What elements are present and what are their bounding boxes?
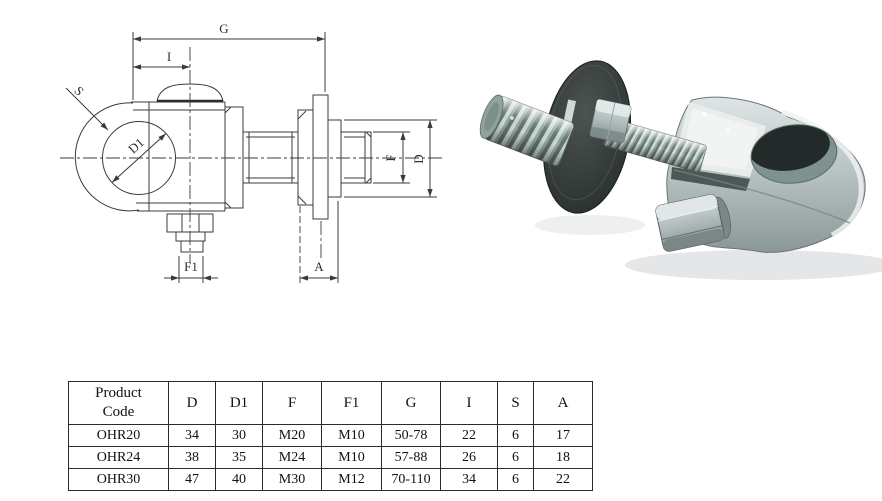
table-row: OHR20 34 30 M20 M10 50-78 22 6 17: [68, 424, 593, 447]
dimension-A: A: [299, 201, 339, 283]
dim-label-F1: F1: [184, 259, 198, 274]
dimension-F1: F1: [164, 256, 218, 283]
cell: 35: [215, 446, 263, 469]
cell: M10: [321, 424, 382, 447]
cell: 34: [168, 424, 216, 447]
col-header-G: G: [381, 381, 441, 425]
spec-table: Product Code D D1 F F1 G I S A OHR20 34 …: [68, 381, 593, 491]
cell: 57-88: [381, 446, 441, 469]
dimension-F: F: [373, 131, 410, 184]
cell: 70-110: [381, 468, 441, 491]
cell: 47: [168, 468, 216, 491]
col-header-product-code: Product Code: [68, 381, 169, 425]
cell: 6: [497, 446, 534, 469]
table-row: OHR30 47 40 M30 M12 70-110 34 6 22: [68, 468, 593, 491]
cell: M10: [321, 446, 382, 469]
cell: 18: [533, 446, 593, 469]
col-header-F1: F1: [321, 381, 382, 425]
col-header-D1: D1: [215, 381, 263, 425]
hex-nut-side: [297, 109, 314, 206]
threaded-stub-photo: [479, 94, 574, 167]
cell: 22: [533, 468, 593, 491]
cell: 34: [440, 468, 498, 491]
hex-nut-photo: [589, 99, 632, 144]
cell: 6: [497, 468, 534, 491]
cell: 6: [497, 424, 534, 447]
cell: 17: [533, 424, 593, 447]
cell: M20: [262, 424, 322, 447]
dim-label-F: F: [383, 154, 398, 161]
dim-label-G: G: [219, 21, 228, 36]
cell: M24: [262, 446, 322, 469]
cell-product-code: OHR24: [68, 446, 169, 469]
table-row: OHR24 38 35 M24 M10 57-88 26 6 18: [68, 446, 593, 469]
hinge-housing-block: [131, 101, 226, 212]
threaded-rod: [224, 106, 299, 209]
cell: M12: [321, 468, 382, 491]
dim-label-I: I: [167, 49, 171, 64]
dimension-G: G: [132, 21, 326, 100]
cell: 22: [440, 424, 498, 447]
col-header-F: F: [262, 381, 322, 425]
col-header-S: S: [497, 381, 534, 425]
technical-drawing: G I S D1 F D: [60, 21, 445, 283]
cell-product-code: OHR30: [68, 468, 169, 491]
header-row: Product Code D D1 F F1 G I S A: [68, 381, 593, 425]
product-photo: [479, 60, 882, 280]
cell: 26: [440, 446, 498, 469]
cell: 40: [215, 468, 263, 491]
cell: 38: [168, 446, 216, 469]
col-header-I: I: [440, 381, 498, 425]
eye-hole-photo: [748, 122, 838, 184]
dimension-I: I: [133, 49, 190, 70]
photo-shadow: [535, 215, 882, 280]
clamp-bolt-photo: [655, 194, 731, 252]
highlight-sparkles: [510, 111, 730, 132]
dimension-D: D: [344, 119, 437, 198]
cell: M30: [262, 468, 322, 491]
cell: 30: [215, 424, 263, 447]
cell: 50-78: [381, 424, 441, 447]
spec-table-section: Product Code D D1 F F1 G I S A OHR20 34 …: [68, 381, 593, 491]
threaded-end: [327, 119, 372, 198]
dim-label-A: A: [314, 259, 324, 274]
dim-label-D: D: [411, 154, 426, 163]
hinge-eye-ring: [74, 102, 176, 212]
cell-product-code: OHR20: [68, 424, 169, 447]
plate-washer: [312, 94, 329, 220]
col-header-A: A: [533, 381, 593, 425]
col-header-D: D: [168, 381, 216, 425]
centerlines: [60, 47, 445, 263]
